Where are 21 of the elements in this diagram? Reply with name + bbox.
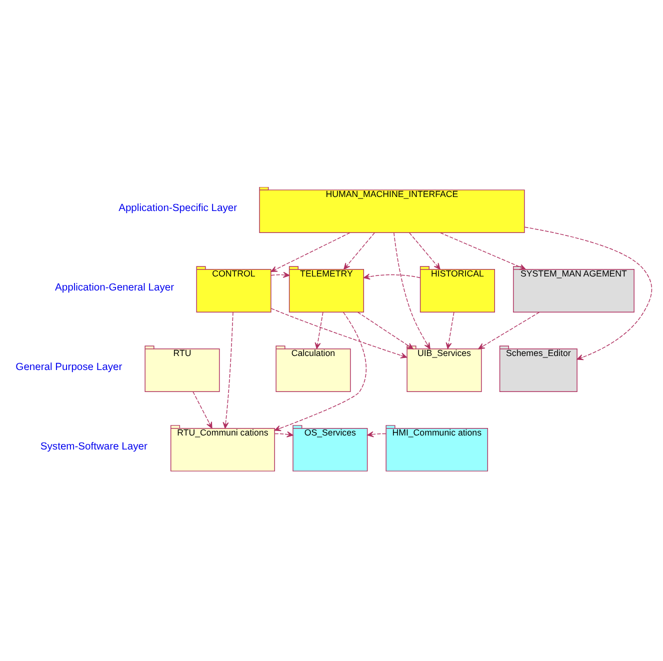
arrow	[274, 312, 366, 432]
arrow	[478, 312, 540, 350]
arrow	[314, 312, 324, 350]
label: System-Software Layer	[40, 441, 148, 452]
arrow	[409, 232, 440, 270]
arrow	[357, 312, 414, 350]
label: Application-General Layer	[55, 282, 174, 294]
arrow	[270, 308, 408, 358]
arrow	[192, 391, 212, 429]
arrow	[222, 312, 234, 429]
arrow	[446, 312, 454, 350]
arrow	[274, 431, 294, 438]
arrow	[270, 272, 290, 278]
arrow	[270, 232, 350, 272]
label: General Purpose Layer	[16, 362, 122, 374]
arrow	[367, 431, 386, 438]
arrow	[344, 232, 375, 270]
arrow	[363, 274, 421, 280]
arrow	[524, 226, 652, 360]
label: Application-Specific Layer	[118, 203, 238, 214]
arrow	[394, 232, 430, 350]
